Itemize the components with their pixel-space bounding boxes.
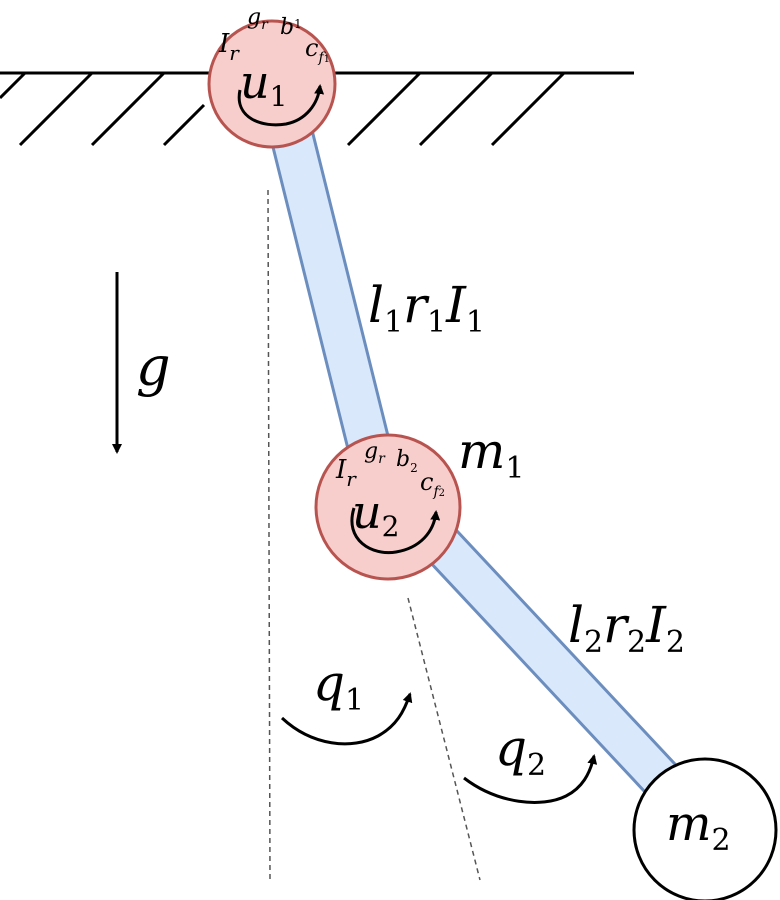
link-2-label: l2r2I2 (568, 596, 685, 660)
angle-q1-arrow (280, 692, 413, 746)
joint-2-inertia-label: Ir (335, 455, 357, 491)
joint-1-damping-label: b1 (280, 15, 302, 40)
joint-1-inertia-label: Ir (218, 29, 240, 65)
joint-2-circle (314, 433, 462, 581)
joint-2-friction-label: cf2 (420, 468, 445, 500)
joint-1-gear-label: gr (247, 5, 269, 33)
link-1-label: l1r1I1 (368, 276, 485, 340)
joint-1-input-label: u1 (240, 55, 287, 113)
joint-1-torque-arrow (237, 84, 325, 127)
joint-2-gear-label: gr (364, 439, 386, 467)
joint-2-damping-label: b2 (396, 447, 418, 475)
joint-2-input-label: u2 (352, 485, 399, 543)
mass-2-label: m2 (666, 796, 731, 858)
angle-q1: q1 (280, 654, 413, 746)
angle-q1-label: q1 (313, 654, 364, 718)
gravity-indicator: g (112, 272, 171, 454)
ceiling-hatching (0, 71, 566, 147)
joint-2: Ir gr b2 cf2 u2 (314, 433, 462, 581)
mass-1-label: m1 (458, 422, 525, 486)
gravity-label: g (136, 335, 171, 398)
angle-q2-label: q2 (495, 719, 546, 783)
vertical-reference-line (267, 189, 271, 881)
joint-2-torque-arrow (350, 507, 441, 555)
link1-extension-line (407, 597, 481, 881)
mass-2-circle (632, 757, 778, 900)
angle-q2: q2 (463, 719, 598, 804)
joint-1-friction-label: cf1 (305, 34, 330, 66)
mass-2: m2 (632, 757, 778, 900)
angle-q2-arrow (463, 754, 598, 804)
joint-1: Ir gr b1 cf1 u1 (207, 5, 337, 149)
